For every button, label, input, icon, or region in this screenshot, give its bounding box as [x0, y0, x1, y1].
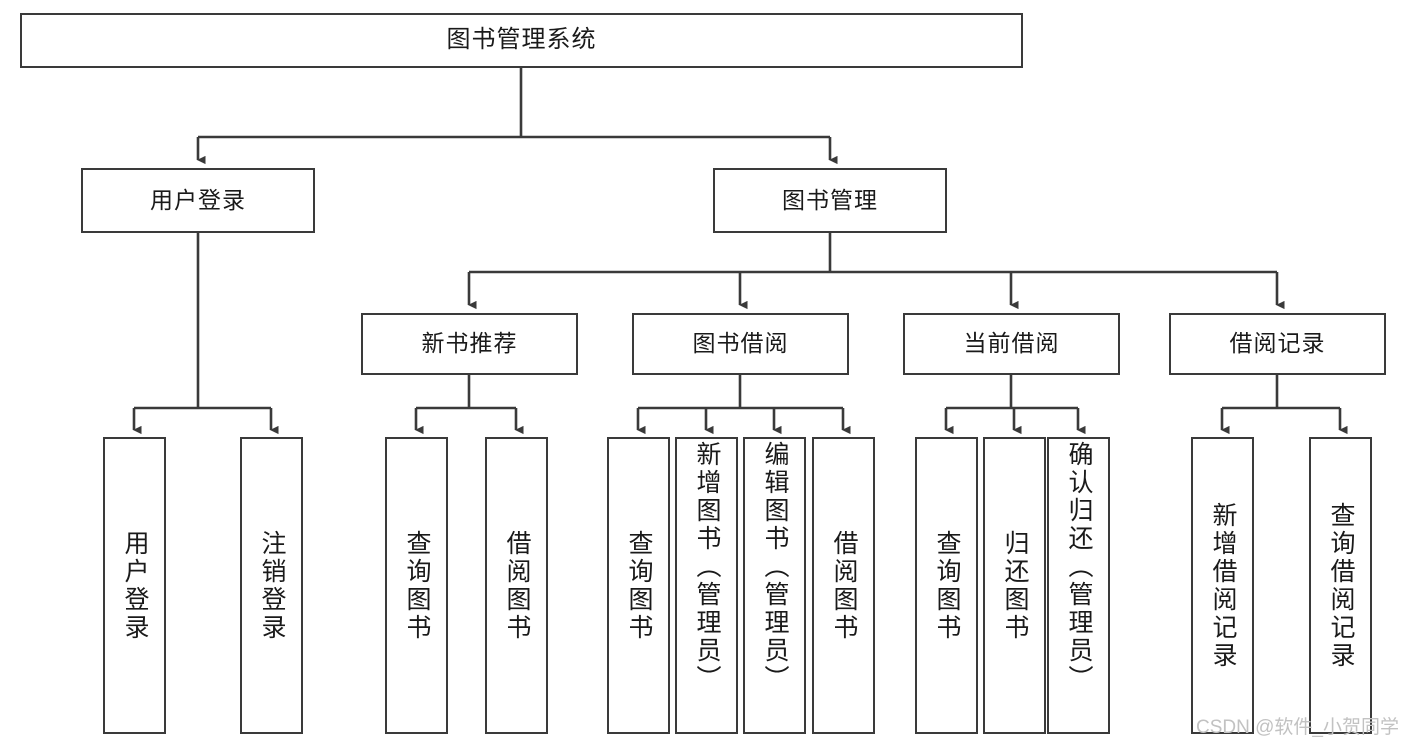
- node-label: 用户登录: [121, 529, 149, 642]
- leaf-confirm-return-admin[interactable]: 确认归还（管理员）: [1047, 437, 1110, 734]
- leaf-logout[interactable]: 注销登录: [240, 437, 303, 734]
- leaf-query-book-current[interactable]: 查询图书: [915, 437, 978, 734]
- leaf-user-login[interactable]: 用户登录: [103, 437, 166, 734]
- leaf-borrow-book[interactable]: 借阅图书: [812, 437, 875, 734]
- leaf-edit-book-admin[interactable]: 编辑图书（管理员）: [743, 437, 806, 734]
- node-label: 借阅记录: [1229, 330, 1326, 357]
- node-label: 查询借阅记录: [1327, 501, 1355, 670]
- leaf-add-borrow-record[interactable]: 新增借阅记录: [1191, 437, 1254, 734]
- leaf-query-book-borrow[interactable]: 查询图书: [607, 437, 670, 734]
- node-book-management[interactable]: 图书管理: [713, 168, 947, 233]
- node-user-login[interactable]: 用户登录: [81, 168, 315, 233]
- node-label: 查询图书: [933, 529, 961, 642]
- node-label: 借阅图书: [503, 529, 531, 642]
- node-label: 图书借阅: [692, 330, 789, 357]
- node-root-book-management-system[interactable]: 图书管理系统: [20, 13, 1023, 68]
- node-label: 注销登录: [258, 529, 286, 642]
- leaf-borrow-book-recommend[interactable]: 借阅图书: [485, 437, 548, 734]
- leaf-add-book-admin[interactable]: 新增图书（管理员）: [675, 437, 738, 734]
- node-label: 归还图书: [1001, 529, 1029, 642]
- node-label: 借阅图书: [830, 529, 858, 642]
- node-borrow-record[interactable]: 借阅记录: [1169, 313, 1386, 375]
- node-label: 新增图书（管理员）: [693, 441, 721, 693]
- leaf-return-book[interactable]: 归还图书: [983, 437, 1046, 734]
- node-new-book-recommend[interactable]: 新书推荐: [361, 313, 578, 375]
- watermark: CSDN @软件_小贺同学: [1196, 717, 1399, 738]
- node-label: 用户登录: [150, 186, 246, 213]
- node-book-borrow[interactable]: 图书借阅: [632, 313, 849, 375]
- node-label: 查询图书: [403, 529, 431, 642]
- node-label: 图书管理: [782, 186, 878, 213]
- node-label: 编辑图书（管理员）: [761, 441, 789, 693]
- node-current-borrow[interactable]: 当前借阅: [903, 313, 1120, 375]
- node-label: 查询图书: [625, 529, 653, 642]
- node-label: 图书管理系统: [446, 26, 597, 54]
- leaf-query-borrow-record[interactable]: 查询借阅记录: [1309, 437, 1372, 734]
- leaf-query-book-recommend[interactable]: 查询图书: [385, 437, 448, 734]
- node-label: 新书推荐: [421, 330, 518, 357]
- node-label: 新增借阅记录: [1209, 501, 1237, 670]
- node-label: 当前借阅: [963, 330, 1060, 357]
- node-label: 确认归还（管理员）: [1065, 441, 1093, 693]
